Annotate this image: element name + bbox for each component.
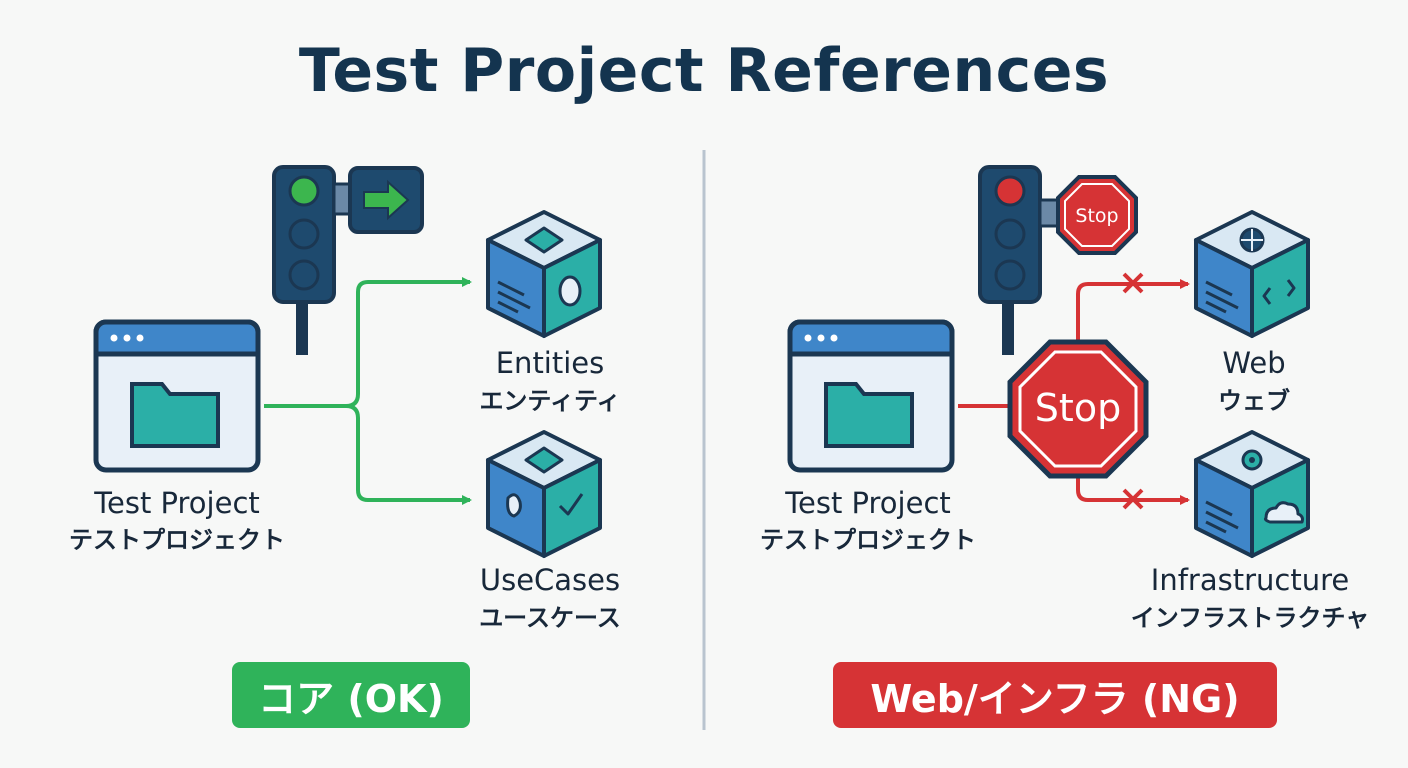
ok-badge: コア (OK) (232, 662, 470, 728)
ng-reference-arrows (958, 272, 1190, 510)
ok-reference-arrows (264, 277, 472, 505)
infrastructure-label-en: Infrastructure (1151, 563, 1349, 597)
infrastructure-label-jp: インフラストラクチャ (1131, 604, 1370, 632)
web-cube-icon (1194, 210, 1310, 338)
test-project-window-icon-right (787, 319, 955, 473)
stop-sign-large-text: Stop (1035, 386, 1121, 430)
usecases-cube-icon (486, 430, 602, 558)
traffic-light-green-icon (272, 165, 424, 355)
usecases-label-jp: ユースケース (479, 604, 621, 632)
page-title: Test Project References (298, 36, 1110, 106)
entities-cube-icon (486, 210, 602, 338)
right-source-label-en: Test Project (784, 486, 951, 520)
entities-label-en: Entities (496, 346, 605, 380)
test-project-window-icon (93, 319, 261, 473)
stop-sign-large-icon: Stop (1007, 339, 1149, 479)
stop-sign-small-text: Stop (1075, 205, 1118, 227)
left-source-label-en: Test Project (93, 486, 260, 520)
traffic-light-red-icon (978, 165, 1062, 355)
left-source-label-jp: テストプロジェクト (69, 526, 285, 554)
usecases-label-en: UseCases (480, 563, 620, 597)
right-source-label-jp: テストプロジェクト (760, 526, 976, 554)
entities-label-jp: エンティティ (479, 387, 620, 415)
stop-sign-small-icon: Stop (1056, 175, 1138, 255)
web-label-jp: ウェブ (1218, 387, 1290, 415)
infrastructure-cube-icon (1194, 430, 1310, 558)
web-label-en: Web (1222, 346, 1285, 380)
ng-badge: Web/インフラ (NG) (833, 662, 1277, 728)
